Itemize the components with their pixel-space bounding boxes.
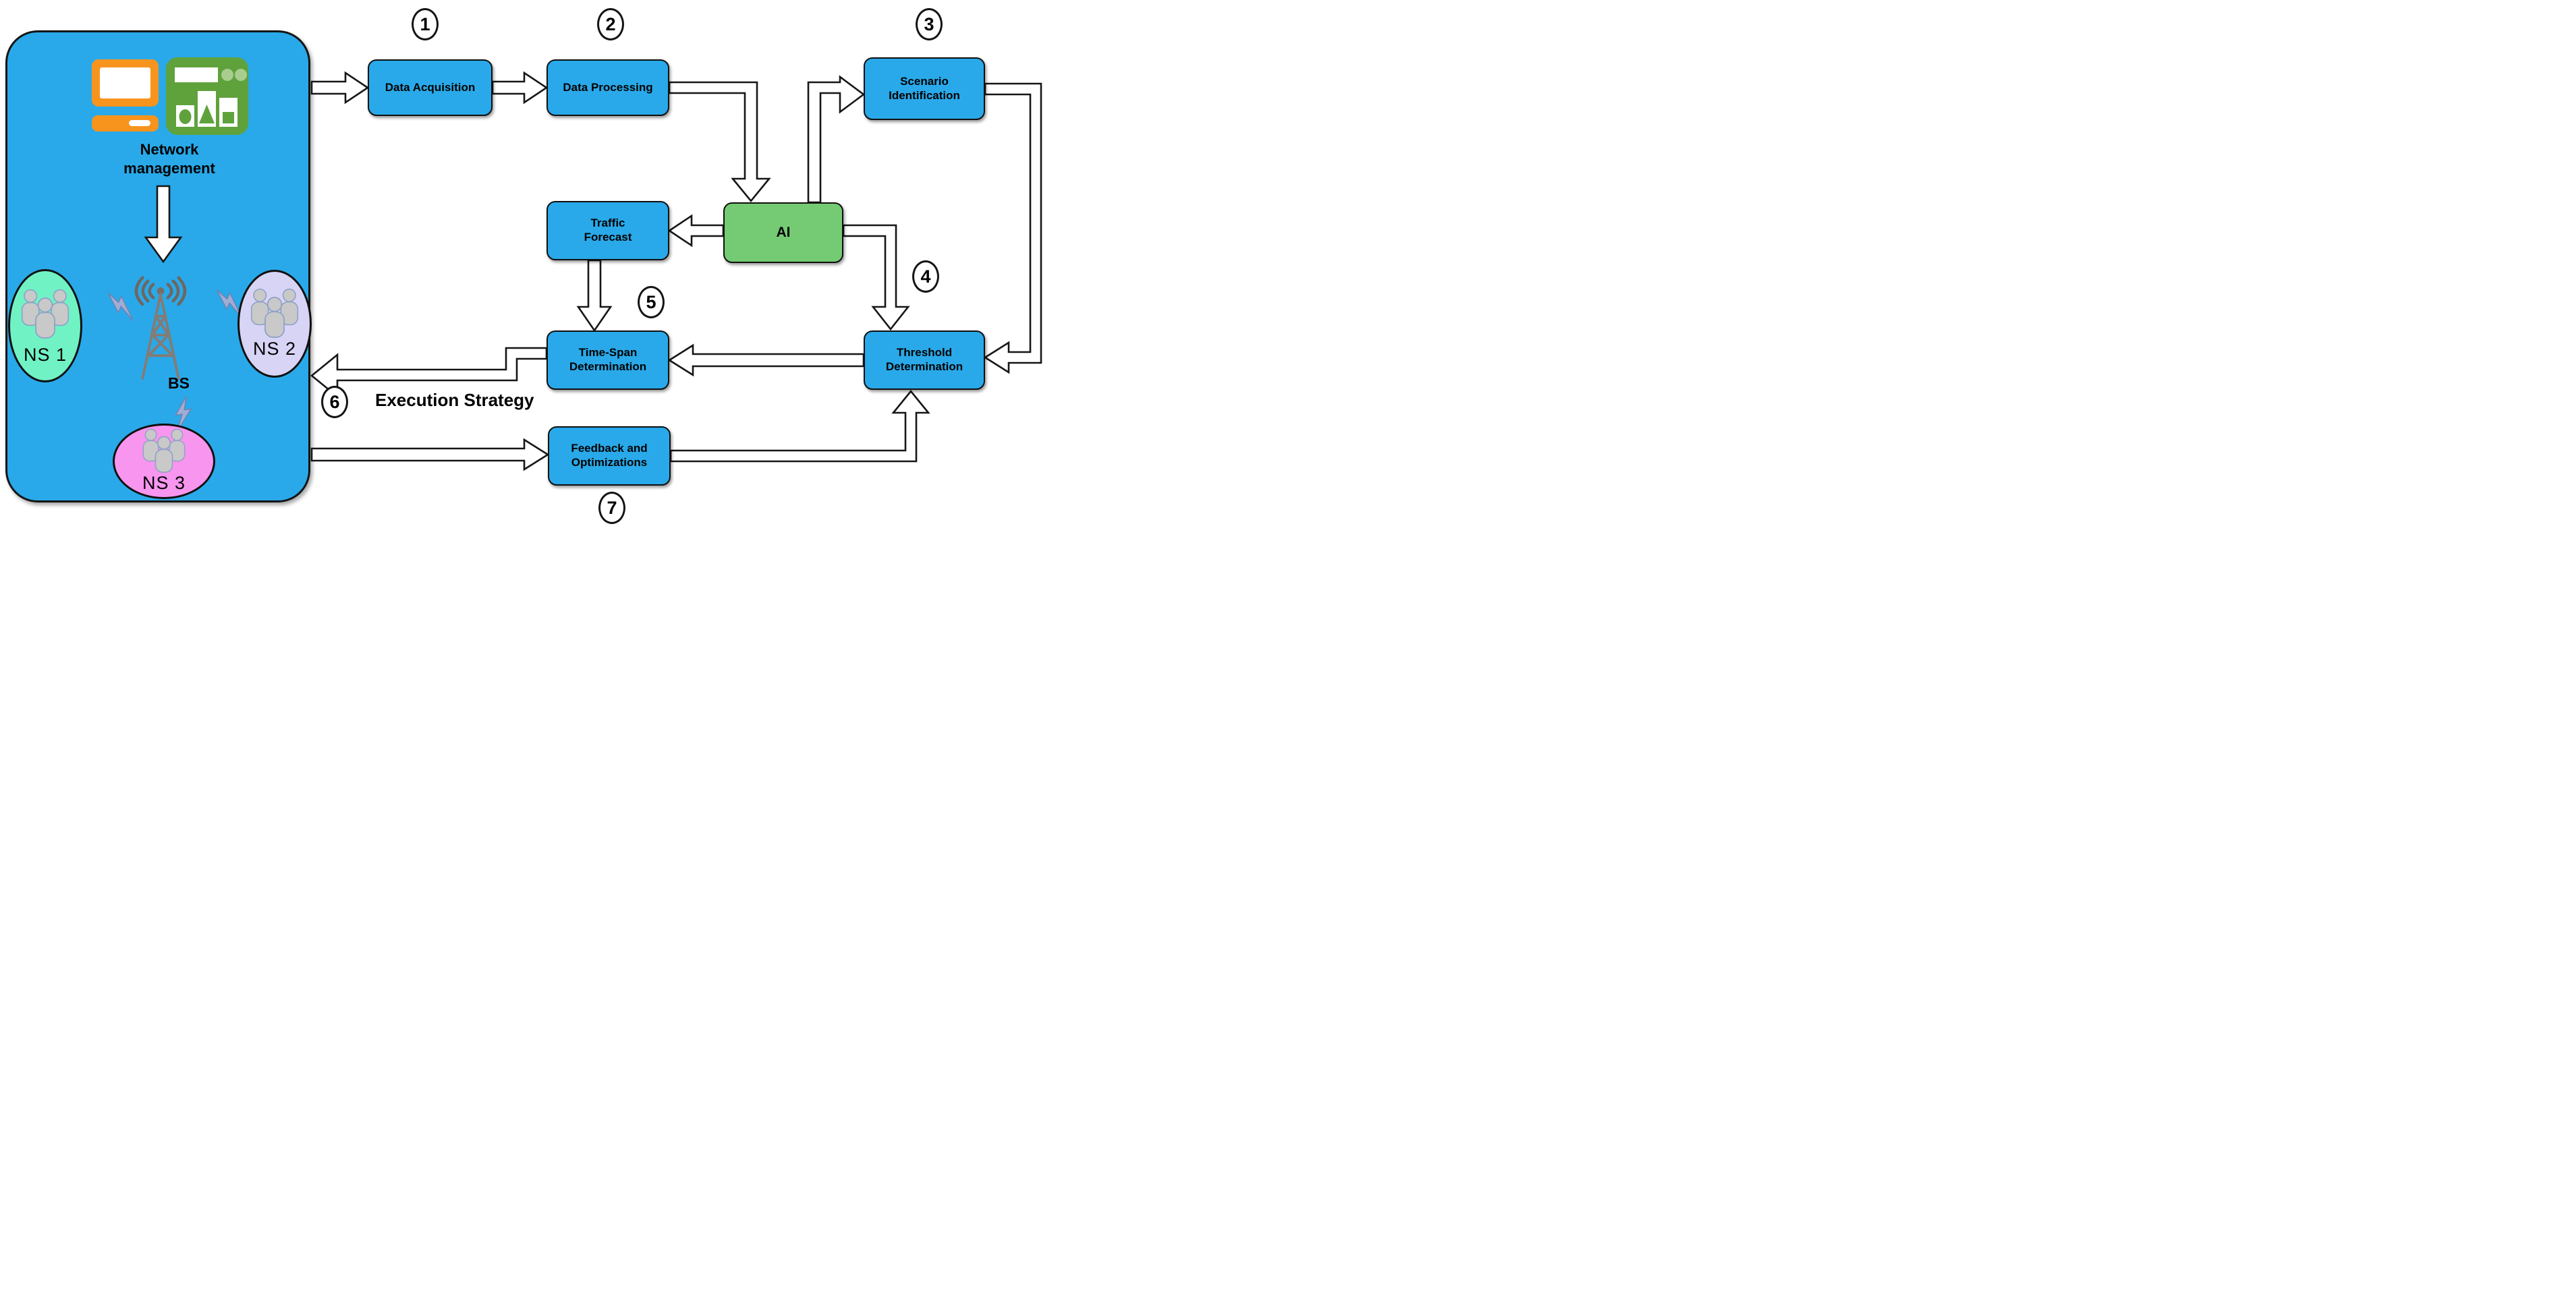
box-feedback-optimizations: Feedback and Optimizations	[548, 426, 671, 486]
arrow-panel-to-feedback	[310, 438, 550, 471]
panel-title-line1: Network	[140, 141, 199, 158]
box-label: Identification	[889, 88, 960, 102]
box-label: AI	[776, 225, 791, 241]
arrow-scenario-identification-to-threshold	[983, 82, 1042, 374]
step-circle-3: 3	[916, 8, 943, 40]
arrow-ai-to-threshold	[842, 224, 910, 331]
step-circle-1: 1	[412, 8, 439, 40]
network-slice-ns2: NS 2	[237, 270, 312, 378]
network-slice-ns3: NS 3	[113, 424, 215, 499]
step-circle-5: 5	[638, 286, 665, 318]
box-data-processing: Data Processing	[547, 59, 669, 116]
box-traffic-forecast: Traffic Forecast	[547, 201, 669, 260]
slice-label: NS 2	[252, 339, 297, 359]
network-slice-ns1: NS 1	[8, 269, 82, 382]
box-label: Threshold	[896, 346, 953, 359]
arrow-ai-to-traffic-forecast	[667, 214, 725, 248]
box-label: Determination	[569, 360, 647, 373]
box-scenario-identification: Scenario Identification	[864, 57, 985, 120]
people-icon	[20, 289, 70, 339]
box-label: Scenario	[900, 74, 949, 88]
box-time-span-determination: Time-Span Determination	[547, 330, 669, 390]
slice-label: NS 1	[23, 345, 67, 365]
arrow-threshold-to-time-span	[667, 343, 865, 377]
box-label: Forecast	[584, 231, 632, 243]
network-panel: Network management BS NS 1 NS 2 NS 3	[5, 30, 312, 502]
step-circle-6: 6	[321, 386, 348, 418]
base-station-label: BS	[168, 374, 190, 392]
step-circle-4: 4	[912, 260, 939, 293]
slice-label: NS 3	[142, 473, 186, 493]
step-circle-7: 7	[598, 492, 625, 524]
antenna-icon	[134, 276, 187, 380]
step-circle-2: 2	[597, 8, 624, 40]
dashboard-icon	[166, 57, 248, 135]
arrow-feedback-to-threshold	[669, 389, 930, 463]
box-label: Traffic	[590, 216, 625, 230]
box-label: Time-Span	[578, 346, 638, 359]
box-threshold-determination: Threshold Determination	[864, 330, 985, 390]
box-label: Data Processing	[563, 80, 653, 94]
arrow-traffic-forecast-to-time-span	[576, 259, 613, 333]
people-icon	[250, 288, 300, 338]
box-label: Optimizations	[571, 456, 648, 469]
arrow-ai-to-scenario-identification	[807, 75, 866, 204]
panel-title-line2: management	[123, 160, 215, 177]
box-ai: AI	[723, 202, 843, 263]
panel-title: Network management	[88, 140, 250, 178]
arrow-data-acquisition-to-data-processing	[491, 71, 549, 105]
people-icon	[142, 428, 186, 473]
computer-icon	[92, 59, 159, 132]
box-label: Data Acquisition	[385, 80, 476, 94]
box-data-acquisition: Data Acquisition	[368, 59, 493, 116]
lightning-icon	[101, 290, 142, 322]
box-label: Determination	[885, 360, 963, 373]
box-label: Feedback and	[571, 442, 648, 455]
execution-strategy-label: Execution Strategy	[375, 390, 534, 410]
diagram-canvas: Network management BS NS 1 NS 2 NS 3	[0, 0, 1058, 534]
arrow-data-processing-to-ai	[668, 81, 771, 203]
arrow-panel-to-data-acquisition	[310, 71, 370, 105]
